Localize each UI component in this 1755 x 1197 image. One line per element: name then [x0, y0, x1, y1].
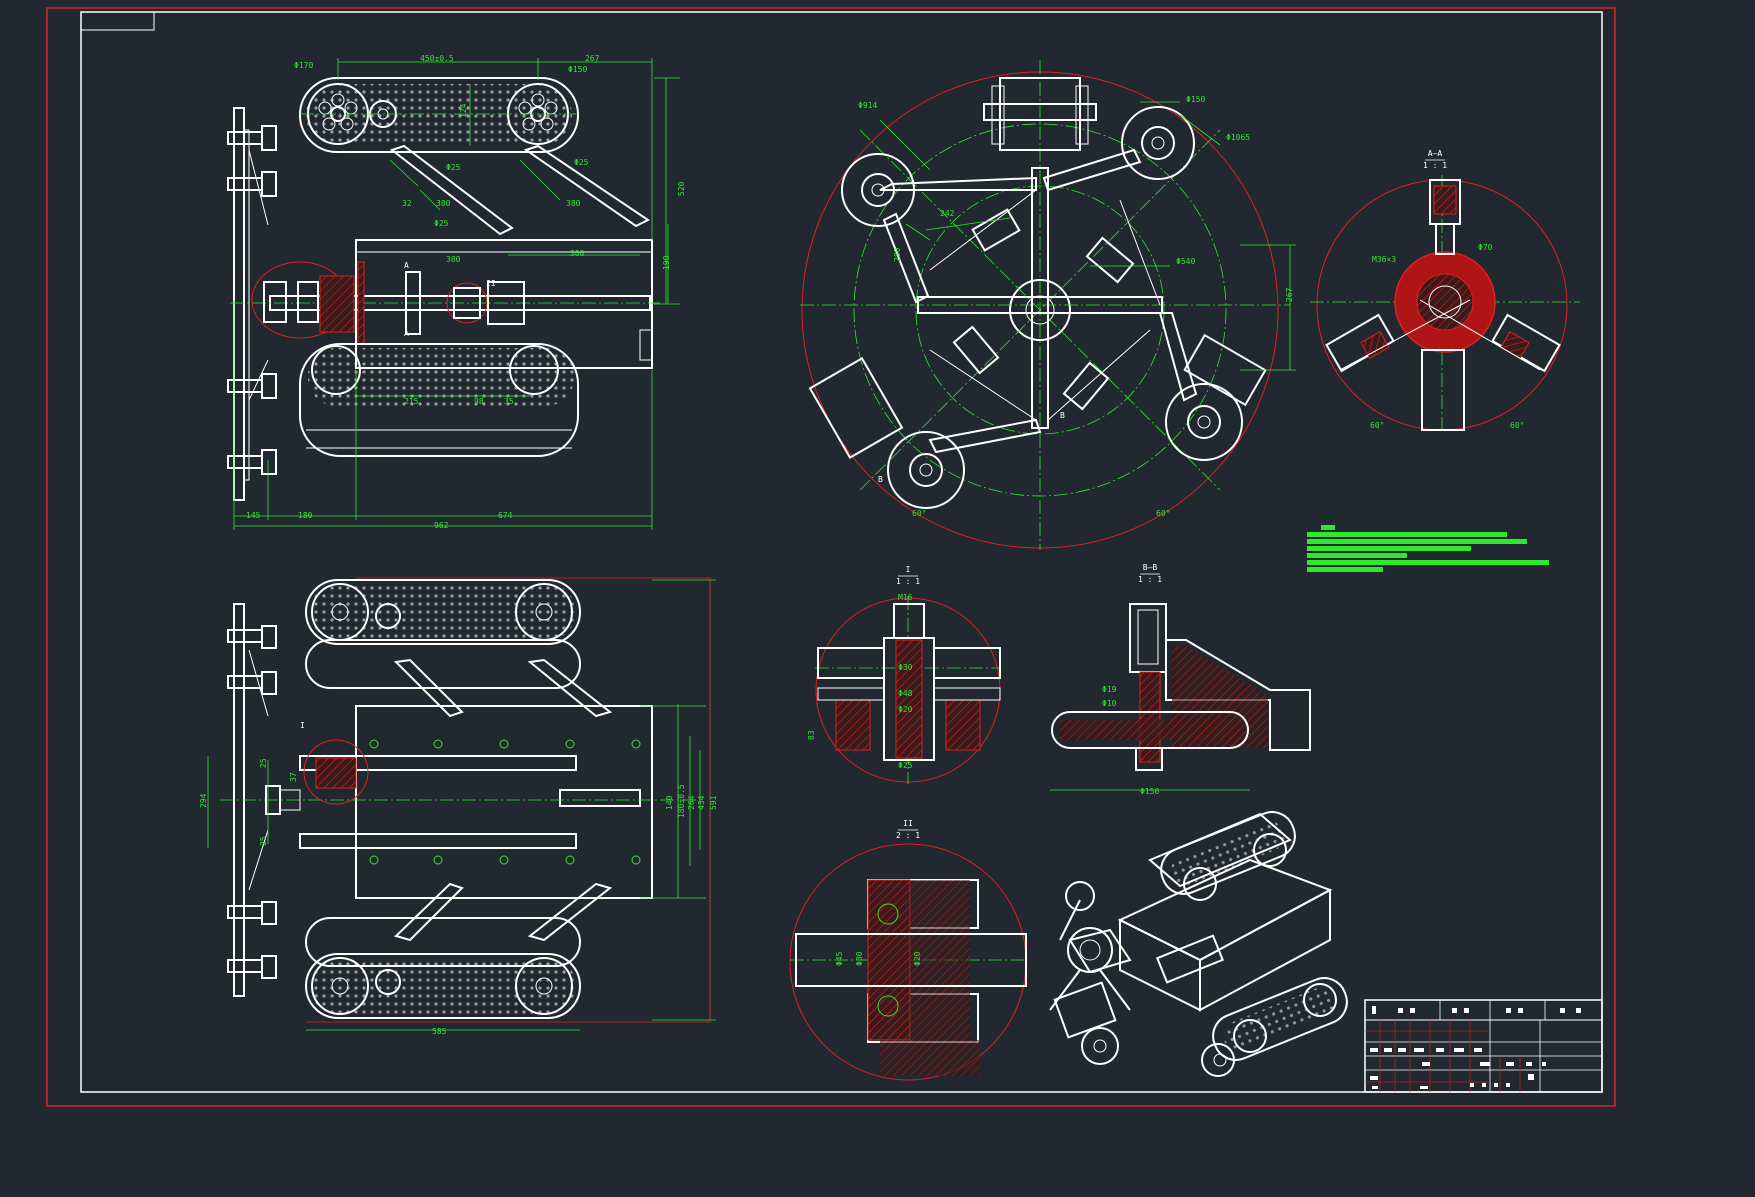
dim-label: Φ19	[1102, 685, 1117, 694]
dim-label: 300	[570, 249, 585, 258]
dim-label: Φ25	[434, 219, 449, 228]
dim-label: 25	[259, 836, 268, 846]
section-title: B—B	[1143, 563, 1158, 572]
dim-label: 180±0.5	[677, 784, 686, 818]
section-marker: B	[878, 475, 883, 484]
dim-label: Φ150	[1186, 95, 1205, 104]
dim-label: 434	[697, 795, 706, 810]
dim-label: 267	[585, 54, 600, 63]
detail-ii-view: II 2 : 1 Φ45 Φ30 Φ20	[789, 819, 1027, 1081]
dim-label: 190	[662, 255, 671, 270]
technical-requirements-notes	[1307, 525, 1549, 572]
dim-label: 60°	[912, 509, 926, 518]
section-scale: 1 : 1	[1423, 161, 1447, 170]
dim-label: Φ45	[835, 951, 844, 966]
dim-label: Φ25	[898, 761, 913, 770]
detail-scale: 2 : 1	[896, 831, 920, 840]
dim-label: Φ48	[898, 689, 913, 698]
dim-label: 380	[436, 199, 451, 208]
dim-label: 962	[434, 521, 449, 530]
top-side-view: 450±0.5 267 Φ150 Φ170 124 Φ25 Φ25 32 380…	[227, 54, 686, 530]
dim-label: 83	[807, 730, 816, 740]
dim-label: 140	[665, 795, 674, 810]
dim-label: 450±0.5	[420, 54, 454, 63]
dim-label: 35	[504, 397, 514, 406]
dim-label: 264	[687, 795, 696, 810]
title-block	[1364, 999, 1603, 1093]
detail-title: I	[906, 565, 911, 574]
section-scale: 1 : 1	[1138, 575, 1162, 584]
dim-label: Φ20	[898, 705, 913, 714]
detail-title: II	[903, 819, 913, 828]
dim-label: M36×3	[1372, 255, 1396, 264]
dim-label: Φ150	[1140, 787, 1159, 796]
dim-label: M16	[898, 593, 913, 602]
isometric-robot-view	[1049, 811, 1348, 1077]
dim-label: Φ70	[1478, 243, 1493, 252]
dim-label: 60°	[1510, 421, 1524, 430]
dim-label: Φ1065	[1226, 133, 1250, 142]
dim-label: Φ30	[855, 951, 864, 966]
dim-label: 180	[298, 511, 313, 520]
dim-label: Φ25	[446, 163, 461, 172]
dim-label: Φ10	[1102, 699, 1117, 708]
dim-label: Φ30	[898, 663, 913, 672]
dim-label: 124	[459, 103, 468, 118]
bottom-plan-view: 585 294 25 37 25 140 180±0.5 264 434 591…	[199, 577, 718, 1036]
dim-label: Φ170	[294, 61, 313, 70]
section-title: A—A	[1428, 149, 1443, 158]
section-marker: B	[1060, 411, 1065, 420]
dim-label: 294	[199, 793, 208, 808]
dim-label: Φ914	[858, 101, 877, 110]
dim-label: 60°	[1156, 509, 1170, 518]
dim-label: Φ150	[568, 65, 587, 74]
dim-label: 585	[432, 1027, 447, 1036]
front-circle-view: Φ914 Φ150 Φ1065 242 Φ540 280 267 60° 60°…	[800, 60, 1296, 550]
dim-label: 300	[446, 255, 461, 264]
dim-label: 674	[498, 511, 513, 520]
dim-label: 25	[259, 758, 268, 768]
detail-scale: 1 : 1	[896, 577, 920, 586]
dim-label: 98	[474, 397, 484, 406]
detail-i-view: I 1 : 1 M16 Φ30 Φ48 Φ20 83 Φ25	[807, 565, 1001, 784]
section-marker: A	[404, 261, 409, 270]
dim-label: 380	[566, 199, 581, 208]
section-bb-view: B—B 1 : 1 Φ19 Φ10 Φ150	[1050, 563, 1311, 796]
section-marker: A	[404, 329, 409, 338]
dim-label: 520	[677, 181, 686, 196]
dim-label: 32	[402, 199, 412, 208]
dim-label: 37	[289, 772, 298, 782]
dim-label: Φ540	[1176, 257, 1195, 266]
sheet-border	[46, 7, 1616, 1107]
dim-label: 215	[404, 397, 419, 406]
dim-label: 591	[709, 795, 718, 810]
dim-label: 60°	[1370, 421, 1384, 430]
dim-label: 242	[940, 209, 955, 218]
dim-label: 280	[893, 247, 902, 262]
section-aa-view: A—A 1 : 1 M36×3 Φ70 60° 60°	[1310, 149, 1580, 431]
dim-label: 267	[1285, 287, 1294, 302]
dim-label: Φ20	[913, 951, 922, 966]
dim-label: Φ25	[574, 158, 589, 167]
dim-label: 145	[246, 511, 261, 520]
detail-marker: I	[300, 721, 305, 730]
detail-marker: II	[486, 279, 496, 288]
